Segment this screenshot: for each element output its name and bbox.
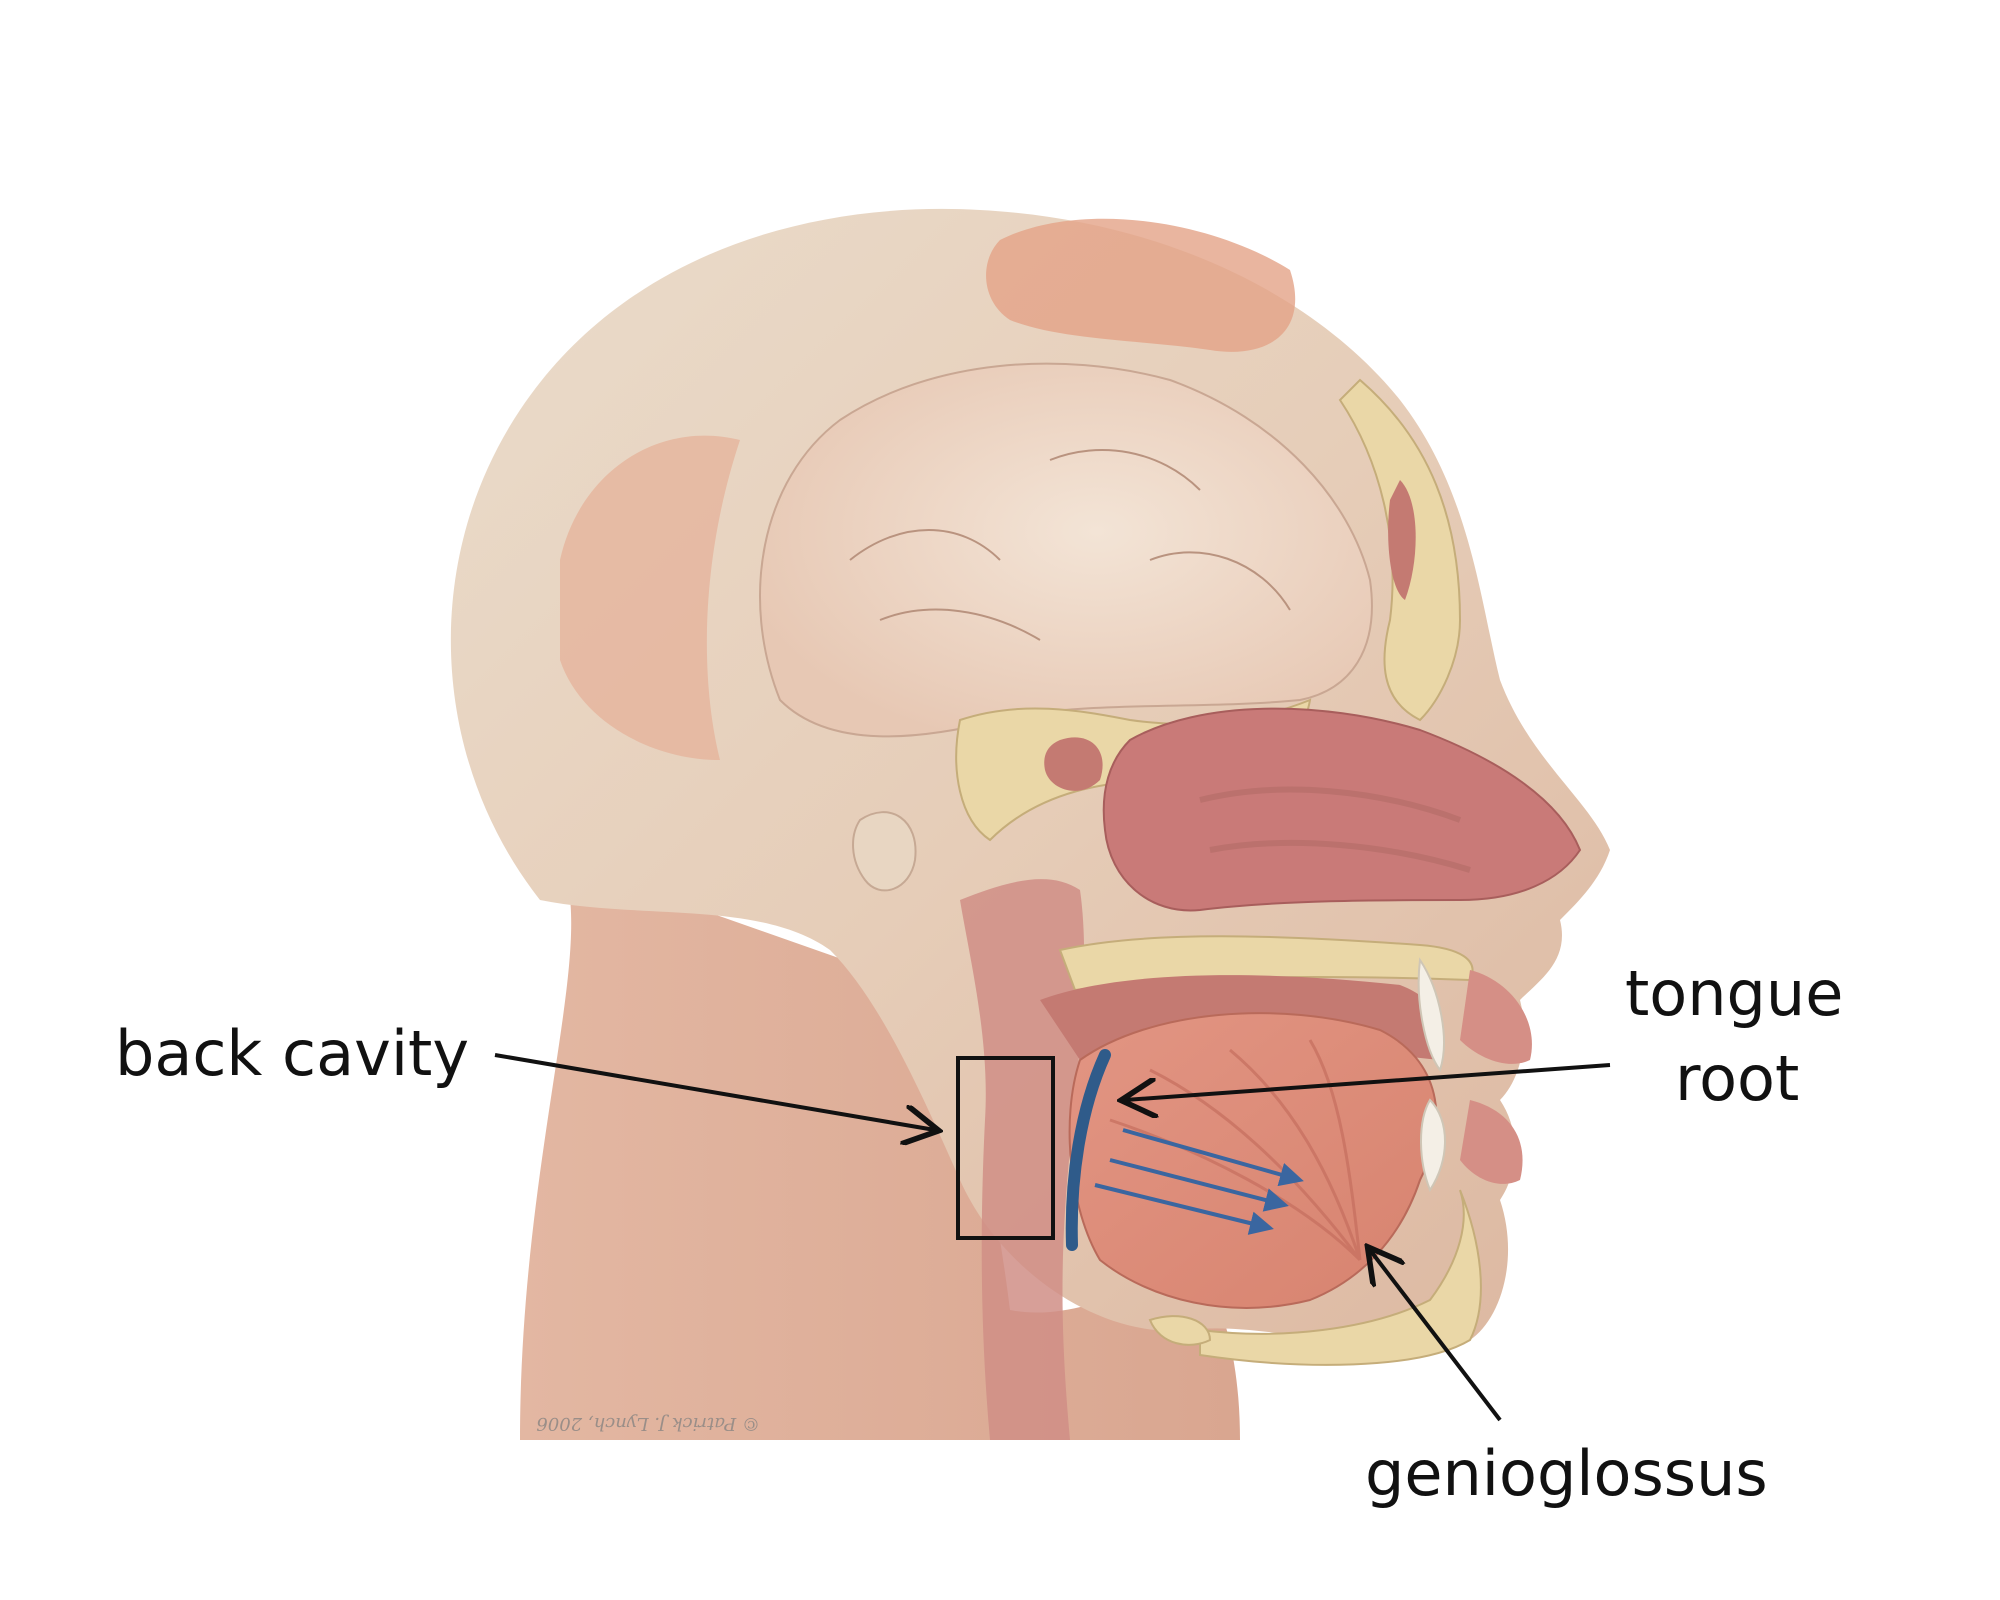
head-illustration: © Patrick J. Lynch, 2006	[450, 208, 1611, 1440]
brain-gyri	[849, 449, 1291, 641]
genioglossus-arrow	[1370, 1250, 1502, 1422]
frontal-muscle	[986, 218, 1296, 352]
back-cavity-box	[956, 1056, 1055, 1240]
ear	[852, 811, 917, 892]
neck-muscles	[520, 860, 1240, 1440]
muscle-arrow-3	[1094, 1183, 1274, 1235]
nasal-cavity	[1102, 707, 1582, 912]
sphenoid-sinus	[1044, 737, 1103, 791]
lower-lip	[1460, 1100, 1523, 1184]
muscle-arrow-1	[1122, 1128, 1304, 1187]
lower-incisor	[1420, 1098, 1446, 1193]
copyright-text: © Patrick J. Lynch, 2006	[536, 1413, 760, 1434]
upper-lip	[1460, 970, 1532, 1064]
genioglossus-fibers	[1109, 1039, 1362, 1262]
tongue-root-arrow	[1125, 1063, 1611, 1100]
back-cavity-label: back cavity	[115, 1017, 469, 1090]
tongue-root-marker	[1065, 1049, 1111, 1251]
occipital-muscle	[560, 435, 740, 760]
tongue-root-label-line1: tongue	[1625, 957, 1843, 1030]
muscle-arrow-2	[1109, 1158, 1289, 1212]
nasal-turbinate	[1199, 786, 1471, 873]
hyoid	[1148, 1315, 1212, 1346]
tongue-root-label-line2: root	[1675, 1042, 1799, 1115]
frontal-sinus	[1388, 480, 1416, 600]
mandible	[1199, 1189, 1482, 1366]
genioglossus-label: genioglossus	[1365, 1437, 1768, 1510]
upper-incisor	[1417, 957, 1445, 1073]
back-cavity-arrow	[494, 1053, 935, 1130]
